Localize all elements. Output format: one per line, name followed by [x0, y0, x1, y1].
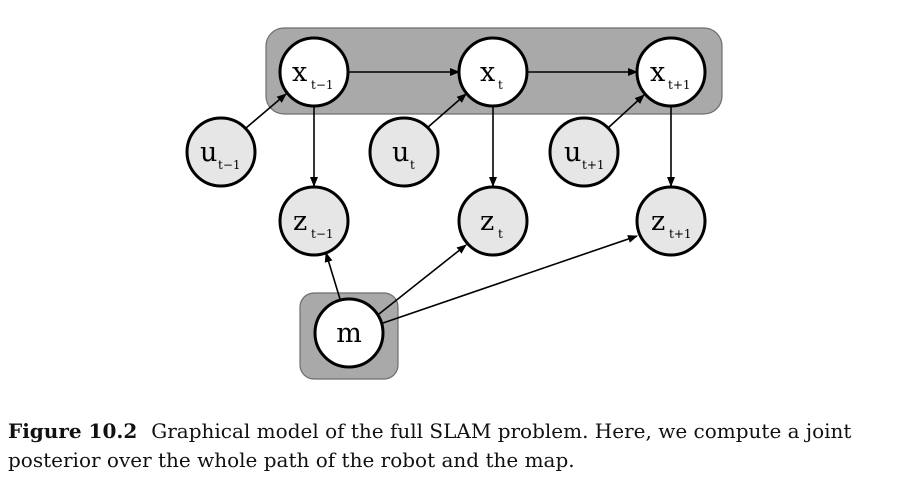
- node-z-t-base: z: [480, 206, 494, 237]
- node-z-t-minus-1-base: z: [293, 206, 307, 237]
- edge-m-to-z-prev: [324, 252, 341, 300]
- node-z-t-sub: t: [498, 227, 503, 241]
- node-x-t-minus-1-sub: t−1: [311, 78, 334, 92]
- node-u-t-base: u: [392, 137, 409, 168]
- node-x-t-plus-1: x t+1: [635, 36, 707, 108]
- node-u-t: u t: [368, 116, 440, 188]
- edge-u-cur-to-x-cur: [426, 93, 467, 129]
- node-u-t-plus-1-base: u: [564, 137, 581, 168]
- caption-text: Graphical model of the full SLAM problem…: [8, 419, 852, 472]
- node-x-t-minus-1-base: x: [292, 57, 307, 88]
- node-x-t-plus-1-base: x: [650, 57, 665, 88]
- node-z-t-plus-1: z t+1: [635, 185, 707, 257]
- node-u-t-sub: t: [410, 158, 415, 172]
- edge-m-to-z-next: [382, 235, 638, 324]
- node-u-t-minus-1: u t−1: [185, 116, 257, 188]
- node-m: m: [313, 297, 385, 369]
- edges: [245, 68, 675, 324]
- node-x-t-sub: t: [498, 78, 503, 92]
- figure-label: Figure 10.2: [8, 419, 138, 443]
- node-z-t: z t: [457, 185, 529, 257]
- node-z-t-plus-1-base: z: [651, 206, 665, 237]
- node-u-t-plus-1: u t+1: [548, 116, 620, 188]
- node-z-t-minus-1-sub: t−1: [311, 227, 334, 241]
- node-x-t-minus-1: x t−1: [278, 36, 350, 108]
- node-x-t: x t: [457, 36, 529, 108]
- node-x-t-base: x: [480, 57, 495, 88]
- edge-m-to-z-cur: [378, 244, 467, 315]
- node-u-t-minus-1-base: u: [200, 137, 217, 168]
- edge-u-next-to-x-next: [607, 94, 645, 129]
- node-u-t-plus-1-sub: t+1: [582, 158, 605, 172]
- node-u-t-minus-1-sub: t−1: [218, 158, 241, 172]
- node-z-t-plus-1-sub: t+1: [669, 227, 692, 241]
- node-m-base: m: [336, 318, 362, 349]
- edge-u-prev-to-x-prev: [245, 93, 287, 129]
- node-z-t-minus-1: z t−1: [278, 185, 350, 257]
- slam-graphical-model: x t−1 x t x t+1 u t−1 u t u t+1 z t−1 z …: [185, 27, 723, 380]
- node-x-t-plus-1-sub: t+1: [668, 78, 691, 92]
